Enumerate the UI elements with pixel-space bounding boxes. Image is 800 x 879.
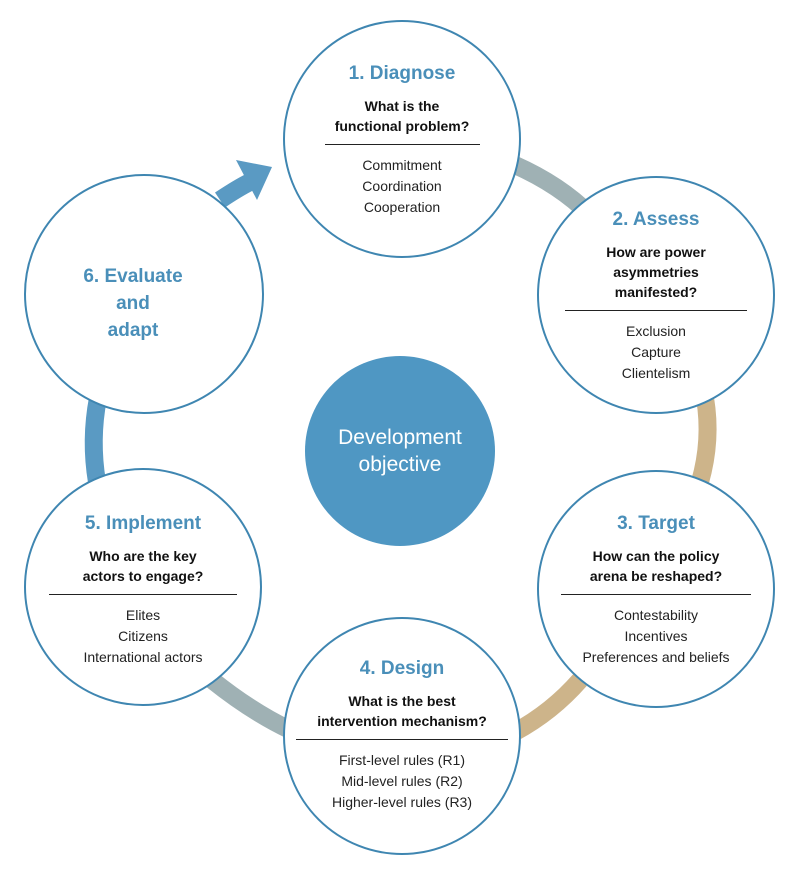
step-question: How can the policy arena be reshaped? xyxy=(589,548,723,584)
step-title: 3. Target xyxy=(617,513,695,534)
divider xyxy=(296,739,508,740)
step-title: 2. Assess xyxy=(612,209,700,230)
arc-design-implement xyxy=(206,672,294,739)
arc-target-design xyxy=(510,674,587,740)
arc-assess-target xyxy=(691,396,717,485)
step-title: 4. Design xyxy=(359,658,445,679)
step-question: Who are the key actors to engage? xyxy=(82,548,204,584)
step-title: 1. Diagnose xyxy=(348,63,456,84)
divider xyxy=(49,594,237,595)
step-implement: 5. Implement Who are the key actors to e… xyxy=(24,468,262,706)
step-items: First-level rules (R1) Mid-level rules (… xyxy=(331,752,473,810)
divider xyxy=(565,310,747,311)
step-items: Exclusion Capture Clientelism xyxy=(621,323,691,381)
development-objective: Development objective xyxy=(305,356,495,546)
step-question: How are power asymmetries manifested? xyxy=(606,244,706,300)
step-items: Contestability Incentives Preferences an… xyxy=(582,607,730,665)
step-target: 3. Target How can the policy arena be re… xyxy=(537,470,775,708)
step-items: Elites Citizens International actors xyxy=(83,607,203,665)
divider xyxy=(324,144,480,145)
step-question: What is the functional problem? xyxy=(334,98,470,134)
arrow-head-icon xyxy=(236,160,272,200)
step-title: 6. Evaluate and adapt xyxy=(83,266,183,341)
step-question: What is the best intervention mechanism? xyxy=(317,693,487,729)
step-diagnose: 1. Diagnose What is the functional probl… xyxy=(283,20,521,258)
arc-implement-evaluate xyxy=(84,396,107,484)
step-assess: 2. Assess How are power asymmetries mani… xyxy=(537,176,775,414)
step-design: 4. Design What is the best intervention … xyxy=(283,617,521,855)
step-items: Commitment Coordination Cooperation xyxy=(362,157,442,215)
step-title: 5. Implement xyxy=(84,513,202,534)
arc-evaluate-diagnose xyxy=(215,173,255,208)
step-evaluate: 6. Evaluate and adapt xyxy=(24,174,264,414)
divider xyxy=(561,594,751,595)
